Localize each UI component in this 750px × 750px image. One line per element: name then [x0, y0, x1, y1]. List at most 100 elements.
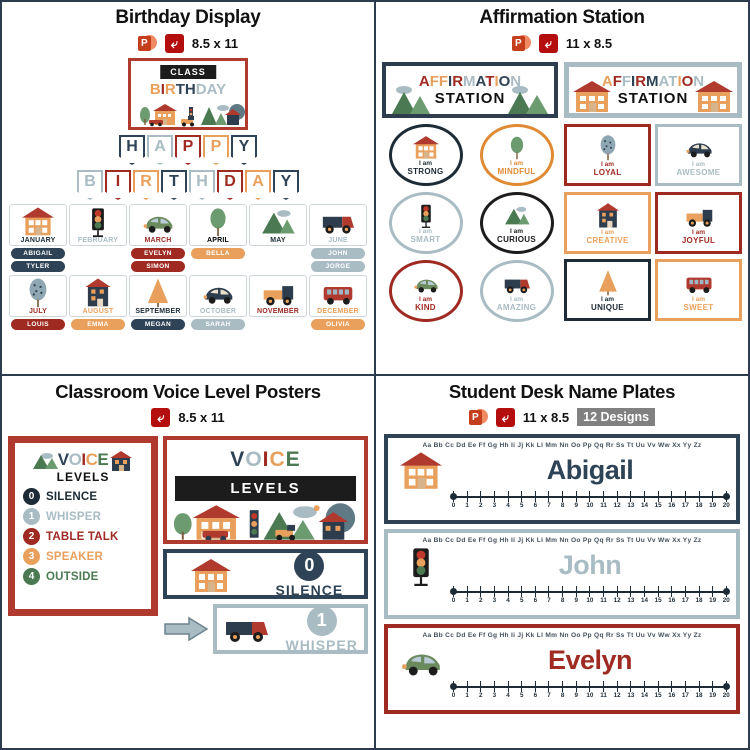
- month-box[interactable]: APRIL: [189, 204, 247, 246]
- banner-flag: Y: [273, 170, 299, 200]
- name-plate[interactable]: Aa Bb Cc Dd Ee Ff Gg Hh Ii Jj Kk Ll Mm N…: [384, 624, 740, 714]
- mountain-icon: [508, 86, 548, 114]
- voice-levels-big-poster[interactable]: VOICE LEVELS: [163, 436, 368, 544]
- number-line-label: 12: [613, 692, 621, 699]
- month-box[interactable]: MARCH: [129, 204, 187, 246]
- month-box[interactable]: SEPTEMBER: [129, 275, 187, 317]
- affirmation-word: AFFIRMATION: [418, 73, 522, 90]
- month-box[interactable]: DECEMBER: [309, 275, 367, 317]
- month-label: SEPTEMBER: [135, 308, 181, 315]
- month-box[interactable]: FEBRUARY: [69, 204, 127, 246]
- affirmation-prefix: I am: [418, 295, 432, 303]
- month-label: JANUARY: [20, 237, 56, 244]
- student-name-pill: EMMA: [71, 319, 125, 330]
- panel-birthday-display[interactable]: Birthday Display P ⤶ 8.5 x 11 CLASS BIRT…: [0, 0, 375, 375]
- panel-meta: P ⤶ 8.5 x 11: [2, 31, 374, 55]
- voice-strip-whisper[interactable]: 1 WHISPER: [213, 604, 368, 654]
- level-label: TABLE TALK: [46, 530, 119, 543]
- number-line-label: 19: [709, 692, 717, 699]
- month-card[interactable]: OCTOBER SARAH: [189, 275, 247, 330]
- panel-student-desk-name-plates[interactable]: Student Desk Name Plates P ⤶ 11 x 8.5 12…: [375, 375, 750, 750]
- level-label: SILENCE: [46, 490, 98, 503]
- number-line-label: 12: [613, 597, 621, 604]
- voice-strip-silence[interactable]: 0 SILENCE: [163, 549, 368, 599]
- truck-icon: [226, 622, 269, 642]
- house-icon: [695, 81, 733, 112]
- banner-flag: H: [119, 135, 145, 165]
- panel-title: Classroom Voice Level Posters: [55, 381, 321, 402]
- birthday-poster[interactable]: CLASS BIRTHDAY: [128, 58, 248, 130]
- number-line-label: 8: [560, 597, 565, 604]
- month-box[interactable]: JULY: [9, 275, 67, 317]
- panel-voice-level-posters[interactable]: Classroom Voice Level Posters ⤶ 8.5 x 11…: [0, 375, 375, 750]
- panel-affirmation-station[interactable]: Affirmation Station P ⤶ 11 x 8.5 AFFIRMA…: [375, 0, 750, 375]
- month-card[interactable]: MAY: [249, 204, 307, 272]
- mountain-icon: [504, 206, 529, 225]
- month-box[interactable]: OCTOBER: [189, 275, 247, 317]
- name-plate[interactable]: Aa Bb Cc Dd Ee Ff Gg Hh Ii Jj Kk Ll Mm N…: [384, 434, 740, 524]
- level-label: SPEAKER: [46, 550, 103, 563]
- number-line-label: 9: [574, 502, 579, 509]
- number-line-label: 15: [654, 597, 662, 604]
- affirmation-header-houses[interactable]: AFFIRMATION STATION: [564, 62, 742, 118]
- month-card[interactable]: FEBRUARY: [69, 204, 127, 272]
- number-line-label: 6: [533, 597, 538, 604]
- truck-icon: [322, 216, 354, 234]
- month-box[interactable]: JANUARY: [9, 204, 67, 246]
- dark-car-icon: [203, 287, 233, 304]
- student-name-pill: OLIVIA: [311, 319, 365, 330]
- student-name: Abigail: [546, 454, 634, 485]
- number-line-label: 11: [600, 502, 607, 509]
- student-name-pill: TYLER: [11, 261, 65, 272]
- alphabet-strip: Aa Bb Cc Dd Ee Ff Gg Hh Ii Jj Kk Ll Mm N…: [422, 537, 702, 544]
- month-card[interactable]: NOVEMBER: [249, 275, 307, 330]
- happy-banner-row: H A P P Y: [2, 135, 374, 165]
- month-card[interactable]: DECEMBER OLIVIA: [309, 275, 367, 330]
- student-name-pill: JOHN: [311, 248, 365, 259]
- student-name-pill: SARAH: [191, 319, 245, 330]
- number-line-label: 7: [547, 692, 551, 699]
- month-box[interactable]: NOVEMBER: [249, 275, 307, 317]
- affirmation-prefix: I am: [418, 227, 432, 235]
- panel-title: Birthday Display: [115, 7, 261, 28]
- name-plate[interactable]: Aa Bb Cc Dd Ee Ff Gg Hh Ii Jj Kk Ll Mm N…: [384, 529, 740, 619]
- number-line-label: 5: [519, 692, 524, 699]
- month-card[interactable]: AUGUST EMMA: [69, 275, 127, 330]
- affirmation-header-mountains[interactable]: AFFIRMATION STATION: [382, 62, 558, 118]
- month-box[interactable]: MAY: [249, 204, 307, 246]
- voice-right-column: VOICE LEVELS: [163, 436, 368, 654]
- number-line-label: 13: [627, 692, 635, 699]
- number-line-label: 17: [681, 692, 689, 699]
- panel-meta: ⤶ 8.5 x 11: [2, 405, 374, 429]
- month-box[interactable]: AUGUST: [69, 275, 127, 317]
- month-box[interactable]: JUNE: [309, 204, 367, 246]
- number-line-label: 4: [506, 597, 510, 604]
- levels-ribbon: LEVELS: [175, 476, 356, 501]
- pdf-icon: ⤶: [151, 407, 171, 427]
- level-label: SILENCE: [275, 581, 344, 598]
- powerpoint-icon: P: [511, 34, 531, 53]
